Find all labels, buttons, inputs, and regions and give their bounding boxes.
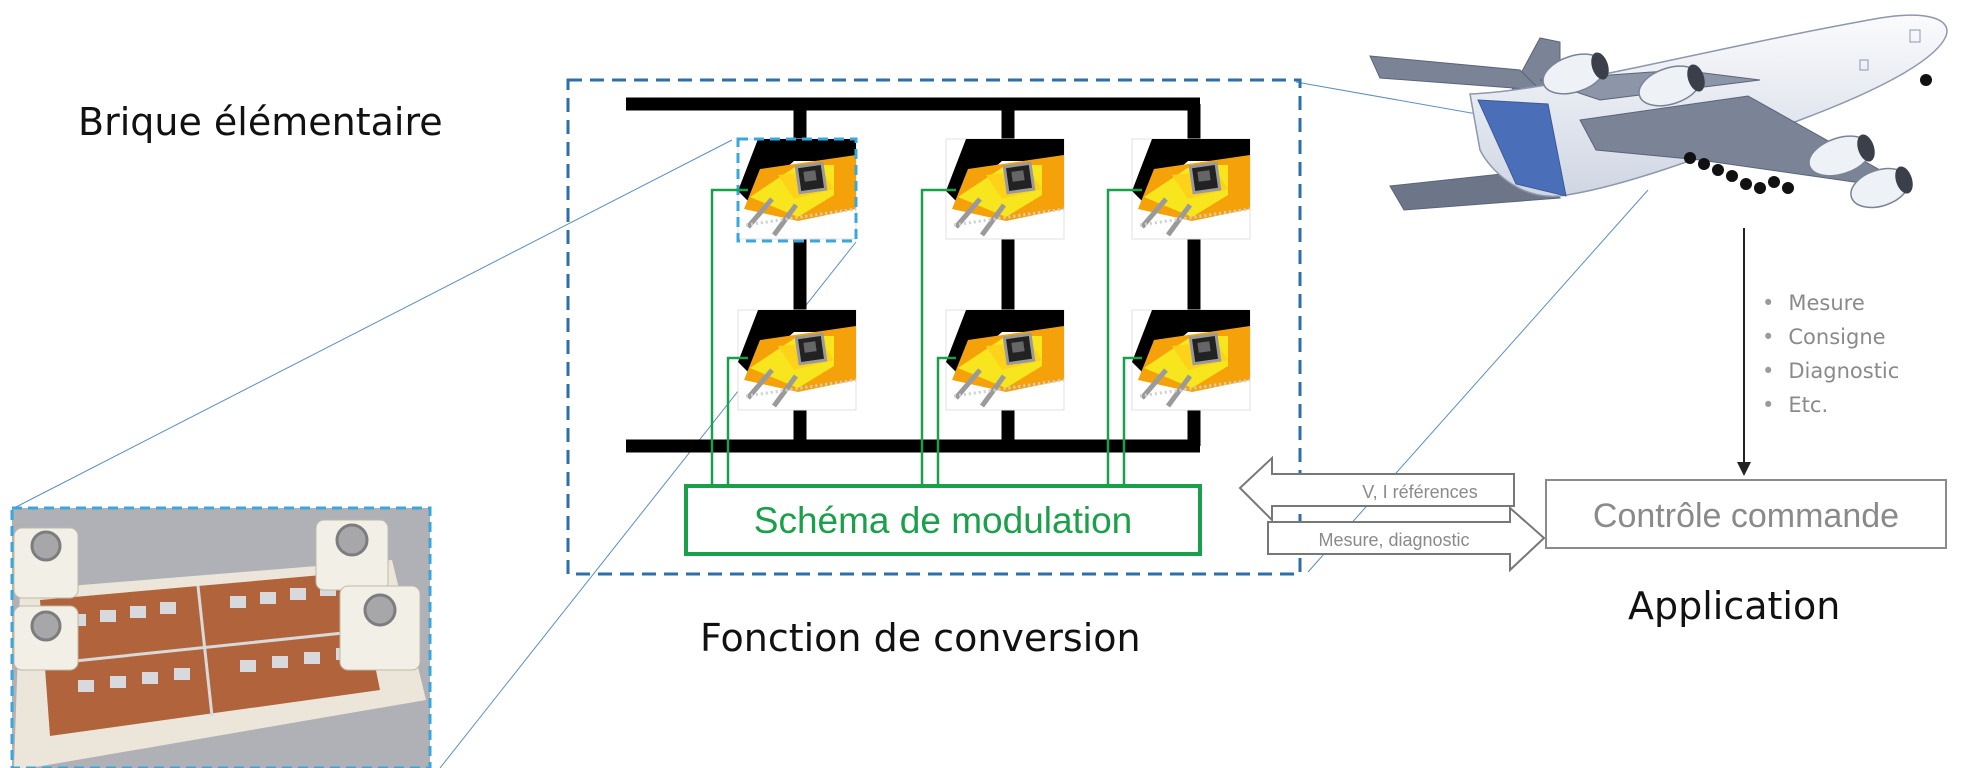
control-signals-list: Mesure Consigne Diagnostic Etc. bbox=[1762, 286, 1899, 422]
zoom-line bbox=[13, 139, 733, 509]
measure-arrow bbox=[1267, 505, 1546, 573]
list-item: Diagnostic bbox=[1762, 354, 1899, 388]
gate-drive-wires bbox=[710, 188, 1142, 486]
control-label: Contrôle commande bbox=[1593, 497, 1899, 535]
application-title: Application bbox=[1628, 584, 1841, 628]
conversion-function-title: Fonction de conversion bbox=[700, 616, 1141, 660]
list-item: Consigne bbox=[1762, 320, 1899, 354]
power-module-icon bbox=[1132, 139, 1250, 239]
measure-arrow-label: Mesure, diagnostic bbox=[1318, 530, 1469, 550]
conversion-function-box bbox=[566, 78, 1302, 576]
power-module-icon bbox=[1132, 310, 1250, 410]
igbt-module-photo bbox=[10, 506, 432, 768]
power-module-icon bbox=[946, 139, 1064, 239]
list-item: Etc. bbox=[1762, 388, 1899, 422]
control-box bbox=[1545, 479, 1947, 549]
application-arrow-head bbox=[1737, 462, 1751, 476]
modulation-label: Schéma de modulation bbox=[754, 500, 1132, 541]
power-module-icon bbox=[738, 310, 856, 410]
modulation-box bbox=[684, 484, 1202, 556]
zoom-line bbox=[1307, 189, 1649, 573]
airplane-icon bbox=[1369, 14, 1948, 211]
brique-elementaire-title: Brique élémentaire bbox=[78, 100, 443, 144]
power-module-icon bbox=[946, 310, 1064, 410]
list-item: Mesure bbox=[1762, 286, 1899, 320]
power-module-icon bbox=[738, 139, 856, 239]
references-arrow bbox=[1238, 455, 1515, 523]
references-arrow-label: V, I références bbox=[1362, 482, 1477, 502]
